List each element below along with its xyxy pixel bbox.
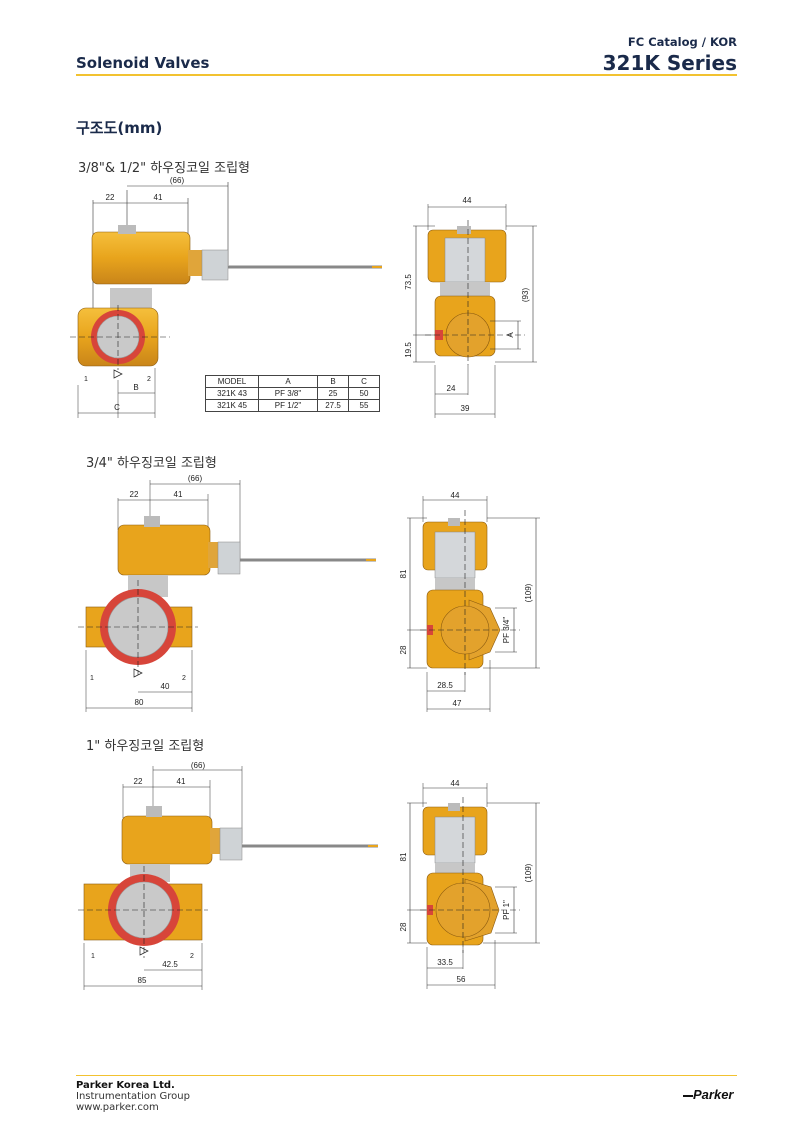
svg-text:47: 47 <box>453 699 462 708</box>
dim-22-label: 22 <box>106 193 115 202</box>
svg-text:24: 24 <box>447 384 456 393</box>
svg-text:PF 3/4": PF 3/4" <box>502 617 511 644</box>
svg-text:39: 39 <box>461 404 470 413</box>
svg-text:22: 22 <box>130 490 139 499</box>
model-table: MODEL A B C 321K 43 PF 3/8" 25 50 321K 4… <box>205 375 380 412</box>
svg-text:28: 28 <box>399 645 408 654</box>
diagram-3-subtitle: 1" 하우징코일 조립형 <box>86 739 205 754</box>
table-row: 321K 45 PF 1/2" 27.5 55 <box>205 399 380 412</box>
table-header-model: MODEL <box>205 375 259 388</box>
svg-text:44: 44 <box>451 491 460 500</box>
footer-divider <box>76 1075 737 1076</box>
svg-text:(66): (66) <box>188 474 203 483</box>
svg-text:1: 1 <box>91 953 95 960</box>
table-header-b: B <box>317 375 349 388</box>
svg-text:28: 28 <box>399 922 408 931</box>
svg-text:33.5: 33.5 <box>437 958 453 967</box>
header-divider <box>76 74 737 76</box>
svg-text:81: 81 <box>399 569 408 578</box>
svg-text:2: 2 <box>190 953 194 960</box>
svg-text:19.5: 19.5 <box>404 342 413 358</box>
catalog-label: FC Catalog / KOR <box>627 35 737 49</box>
svg-text:2: 2 <box>182 675 186 682</box>
footer-group: Instrumentation Group <box>76 1091 190 1102</box>
diagram-2-front-view: (66) 22 41 1 2 40 80 <box>78 474 376 712</box>
svg-text:41: 41 <box>177 777 186 786</box>
svg-text:PF 1": PF 1" <box>502 900 511 920</box>
svg-text:44: 44 <box>451 779 460 788</box>
header-title: Solenoid Valves <box>76 54 210 72</box>
section-title: 구조도(mm) <box>76 119 163 137</box>
svg-text:(66): (66) <box>191 761 206 770</box>
port-1-label: 1 <box>84 376 88 383</box>
dim-c-label: C <box>114 403 120 412</box>
svg-text:A: A <box>506 332 515 338</box>
svg-text:81: 81 <box>399 852 408 861</box>
diagram-2-subtitle: 3/4" 하우징코일 조립형 <box>86 456 217 471</box>
table-header-c: C <box>348 375 380 388</box>
svg-text:Parker: Parker <box>693 1087 734 1102</box>
svg-text:73.5: 73.5 <box>404 274 413 290</box>
svg-text:56: 56 <box>457 975 466 984</box>
svg-text:(109): (109) <box>524 863 533 882</box>
svg-text:22: 22 <box>134 777 143 786</box>
dim-total-label: (66) <box>170 176 185 185</box>
footer-company: Parker Korea Ltd. <box>76 1080 175 1091</box>
table-row: 321K 43 PF 3/8" 25 50 <box>205 387 380 400</box>
dim-b-label: B <box>133 383 138 392</box>
table-header-a: A <box>258 375 318 388</box>
diagram-1-front-view: (66) 22 41 1 2 B C <box>70 176 382 418</box>
series-title: 321K Series <box>602 51 737 75</box>
diagram-2-side-view: 44 81 28 (109) PF 3/4" 28.5 47 <box>399 491 540 712</box>
dim-41-label: 41 <box>154 193 163 202</box>
port-2-label: 2 <box>147 376 151 383</box>
footer-website[interactable]: www.parker.com <box>76 1102 159 1113</box>
svg-text:42.5: 42.5 <box>162 960 178 969</box>
diagram-3-front-view: (66) 22 41 1 2 42.5 85 <box>78 761 378 990</box>
diagram-3-side-view: 44 81 28 (109) PF 1" 33.5 56 <box>399 779 540 989</box>
svg-text:41: 41 <box>174 490 183 499</box>
svg-text:1: 1 <box>90 675 94 682</box>
parker-logo: Parker <box>683 1085 739 1103</box>
svg-text:28.5: 28.5 <box>437 681 453 690</box>
svg-text:85: 85 <box>138 976 147 985</box>
svg-text:(109): (109) <box>524 583 533 602</box>
diagram-1-side-view: 44 73.5 19.5 (93) A 24 39 <box>404 196 537 418</box>
svg-text:44: 44 <box>463 196 472 205</box>
svg-text:(93): (93) <box>521 288 530 303</box>
diagram-1-subtitle: 3/8"& 1/2" 하우징코일 조립형 <box>78 161 251 176</box>
svg-text:80: 80 <box>135 698 144 707</box>
svg-text:40: 40 <box>161 682 170 691</box>
